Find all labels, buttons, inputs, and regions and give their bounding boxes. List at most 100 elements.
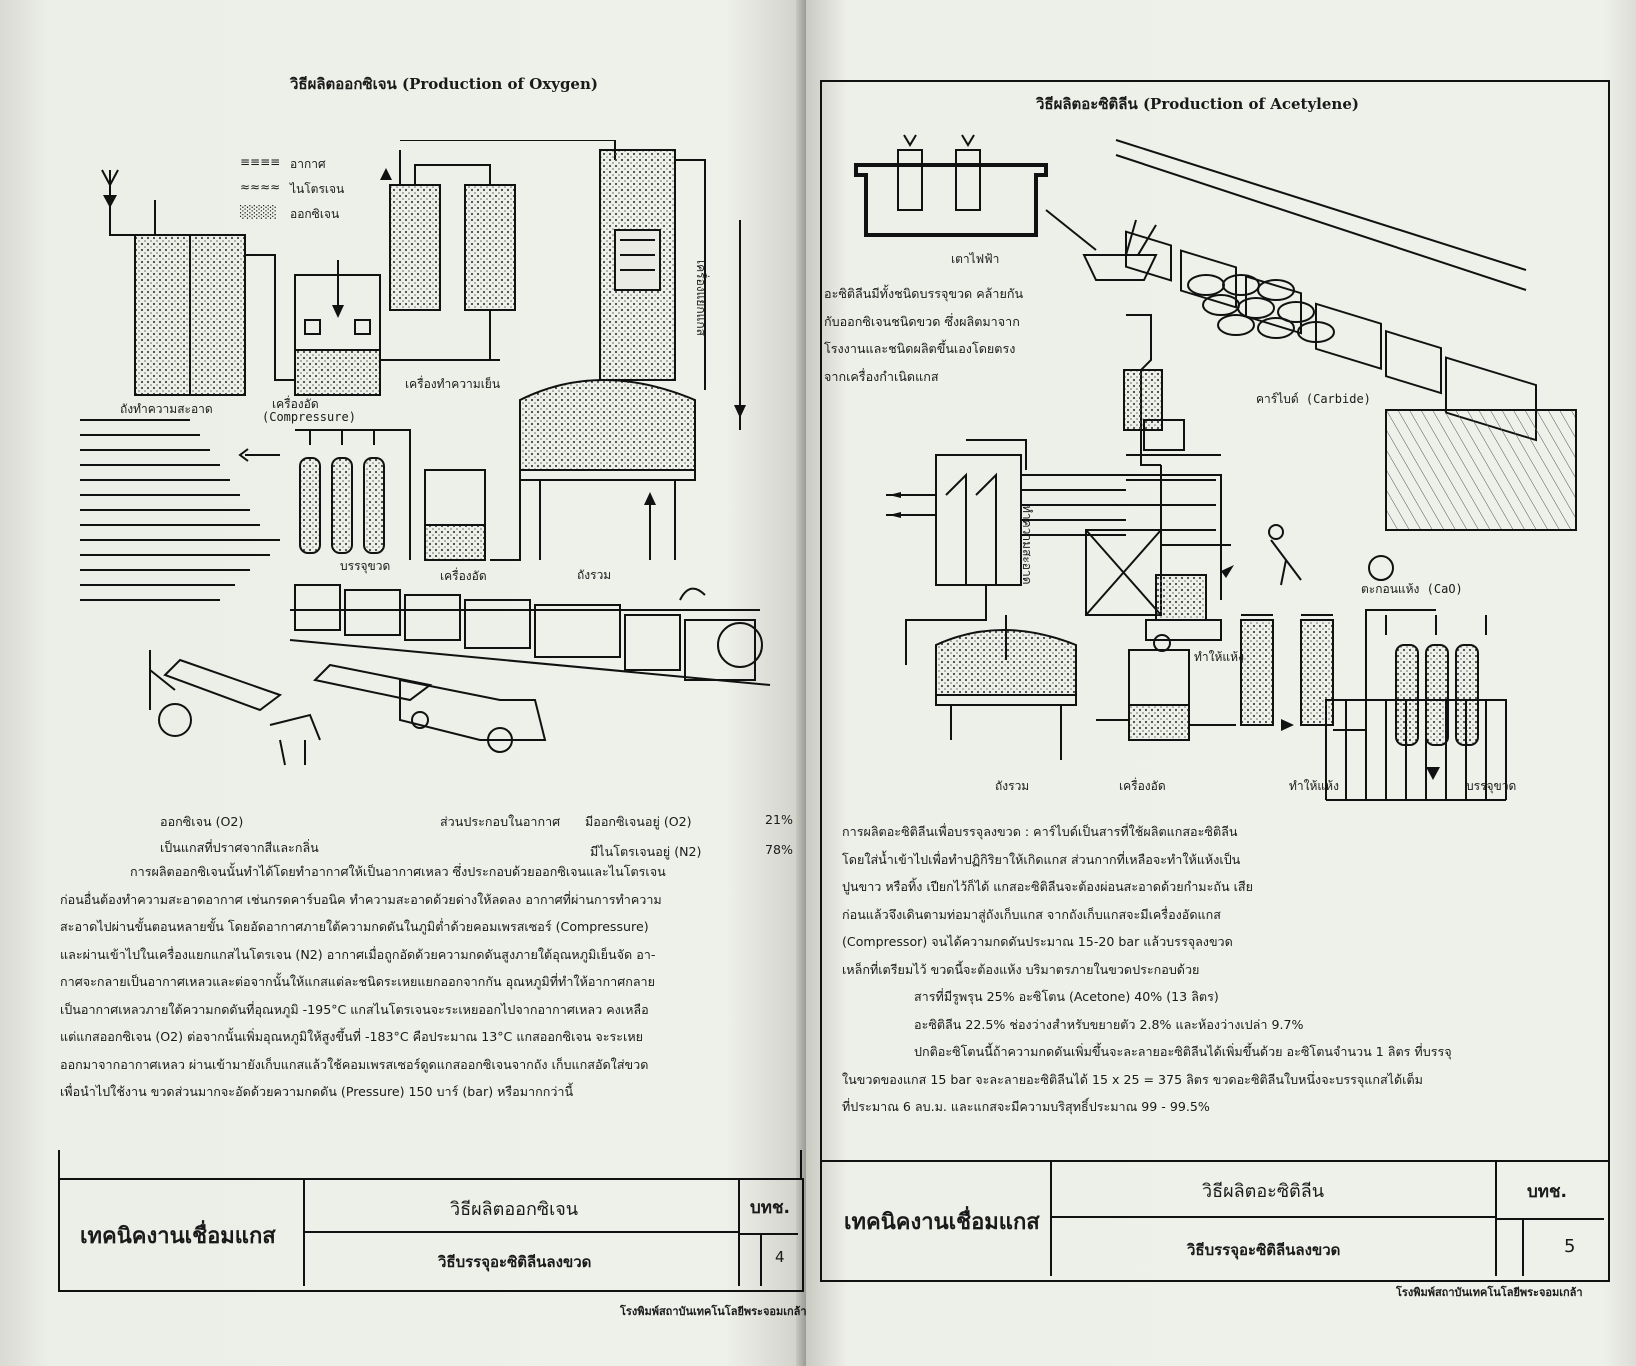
label-furnace: เตาไฟฟ้า [951, 252, 1000, 266]
dryer-1 [1240, 619, 1274, 726]
left-para-line: ก่อนอื่นต้องทำความสะอาดอากาศ เช่นกรดคาร์… [60, 891, 662, 907]
right-tb-code: บทช. [1527, 1182, 1567, 1202]
fact-n2-percent: 78% [765, 842, 793, 857]
carbide-hopper [1082, 254, 1158, 281]
right-composition-line: อะซิติลีน 22.5% ช่องว่างสำหรับขยายตัว 2.… [914, 1016, 1304, 1032]
fact-air-composition: ส่วนประกอบในอากาศ [440, 814, 561, 829]
fact-o2-percent: 21% [765, 812, 793, 827]
right-para-line: ปูนขาว หรือทิ้ง เปียกไว้ก็ได้ แกสอะซิติล… [842, 879, 1253, 894]
cooler-1 [389, 184, 441, 311]
legend-nitrogen: ไนโตรเจน [290, 182, 345, 196]
right-printer-credit: โรงพิมพ์สถาบันเทคโนโลยีพระจอมเกล้า [1396, 1286, 1583, 1299]
fact-o2-line: มีออกซิเจนอยู่ (O2) [585, 814, 692, 829]
left-para-line: และผ่านเข้าไปในเครื่องแยกแกสไนโตรเจน (N2… [60, 946, 656, 962]
label-compressor-right: เครื่องอัด [1119, 779, 1166, 793]
left-para-line: เพื่อนำไปใช้งาน ขวดส่วนมากจะอัดด้วยความก… [60, 1084, 574, 1099]
left-tb-org: เทคนิคงานเชื่อมแกส [80, 1224, 276, 1249]
oxygen-process-diagram [80, 140, 771, 766]
storage-dome [519, 379, 696, 471]
cleaning-vessel [935, 454, 1022, 586]
right-intro-line: จากเครื่องกำเนิดแกส [824, 368, 939, 384]
label-storage-right: ถังรวม [995, 779, 1030, 793]
label-bottling: บรรจุขวด [340, 559, 391, 573]
label-compressor-1-en: (Compressure) [262, 410, 356, 424]
right-composition-line: สารที่มีรูพรุน 25% อะซิโตน (Acetone) 40%… [914, 989, 1219, 1004]
reaction-box [1085, 529, 1162, 616]
label-dry-1: ทำให้แห้ง [1194, 650, 1244, 664]
left-body-paragraph: การผลิตออกซิเจนนั้นทำได้โดยทำอากาศให้เป็… [60, 858, 666, 1106]
left-frame-edge [58, 1150, 60, 1180]
acetylene-process-diagram [854, 134, 1577, 801]
right-page-frame [820, 80, 1610, 1162]
right-para-line: (Compressor) จนได้ความกดดันประมาณ 15-20 … [842, 934, 1233, 949]
label-bottling-right: บรรจุขวด [1466, 779, 1517, 793]
right-page: วิธีผลิตอะซิติลีน (Production of Acetyle… [806, 0, 1636, 1366]
right-closing-line: ในขวดของแกส 15 bar จะละลายอะซิติลีนได้ 1… [842, 1071, 1423, 1087]
separator-column [599, 149, 676, 381]
label-cleaner: ทำความสะอาด [1020, 505, 1034, 585]
legend-nitrogen-swatch: ≈≈≈≈ [240, 180, 281, 194]
right-intro-line: กับออกซิเจนชนิดขวด ซึ่งผลิตมาจาก [824, 313, 1020, 329]
left-page: วิธีผลิตออกซิเจน (Production of Oxygen) … [0, 0, 806, 1366]
cooler-2 [464, 184, 516, 311]
left-para-line: สะอาดไปผ่านขั้นตอนหลายขั้น โดยอัดอากาศภา… [60, 919, 649, 934]
left-page-title: วิธีผลิตออกซิเจน (Production of Oxygen) [290, 75, 598, 93]
left-para-line: การผลิตออกซิเจนนั้นทำได้โดยทำอากาศให้เป็… [130, 864, 666, 879]
label-cleaning-tank: ถังทำความสะอาด [120, 402, 213, 416]
right-intro: อะซิติลีนมีทั้งชนิดบรรจุขวด คล้ายกัน กับ… [824, 280, 1023, 390]
left-frame-edge [800, 1150, 802, 1180]
right-body-paragraph: การผลิตอะซิติลีนเพื่อบรรจุลงขวด : คาร์ไบ… [842, 818, 1452, 1121]
freight-train [289, 584, 771, 686]
lime-dump [1385, 409, 1577, 531]
legend-oxygen: ออกซิเจน [290, 207, 340, 221]
right-closing-line: ปกติอะซิโตนนี้ถ้าความกดดันเพิ่มขึ้นจะละล… [914, 1044, 1452, 1059]
fact-oxygen-desc: เป็นแกสที่ปราศจากสีและกลิ่น [160, 840, 319, 855]
label-cooler: เครื่องทำความเย็น [405, 377, 501, 391]
left-tb-code: บทช. [750, 1198, 790, 1218]
electric-furnace [854, 163, 1048, 237]
generator-column [1126, 314, 1161, 466]
label-lime: ตะกอนแห้ง (CaO) [1361, 582, 1463, 596]
fact-n2-line: มีไนโตรเจนอยู่ (N2) [590, 844, 702, 859]
label-dry-2: ทำให้แห้ง [1289, 779, 1339, 793]
right-tb-lower: วิธีบรรจุอะซิติลีนลงขวด [1187, 1241, 1341, 1259]
legend-air-swatch: ≡≡≡≡ [240, 155, 281, 169]
left-title-block: เทคนิคงานเชื่อมแกส วิธีผลิตออกซิเจน วิธี… [58, 1178, 804, 1292]
right-para-line: เหล็กที่เตรียมไว้ ขวดนี้จะต้องแห้ง บริมา… [842, 961, 1200, 977]
filled-cylinders [1325, 699, 1507, 801]
legend-air: อากาศ [290, 157, 326, 171]
left-tb-page: 4 [775, 1248, 785, 1266]
left-para-line: ออกมาจากอากาศเหลว ผ่านเข้ามายังเก็บแกสแล… [60, 1056, 649, 1072]
left-printer-credit: โรงพิมพ์สถาบันเทคโนโลยีพระจอมเกล้า [620, 1305, 806, 1318]
right-intro-line: โรงงานและชนิดผลิตขึ้นเองโดยตรง [824, 341, 1016, 356]
left-para-line: เป็นอากาศเหลวภายใต้ความกดดันที่อุณหภูมิ … [60, 1001, 649, 1017]
right-tb-org: เทคนิคงานเชื่อมแกส [844, 1210, 1040, 1235]
dryer-2 [1300, 619, 1334, 726]
label-compressor-1: เครื่องอัด [272, 397, 319, 411]
cylinder-stack [80, 419, 280, 601]
right-title-block: เทคนิคงานเชื่อมแกส วิธีผลิตอะซิติลีน วิธ… [820, 1160, 1610, 1282]
label-compressor-2: เครื่องอัด [440, 569, 487, 583]
label-separator: เครื่องแยกแกส [694, 260, 708, 336]
right-para-line: การผลิตอะซิติลีนเพื่อบรรจุลงขวด : คาร์ไบ… [842, 824, 1238, 839]
left-tb-upper: วิธีผลิตออกซิเจน [450, 1199, 579, 1220]
right-page-title: วิธีผลิตอะซิติลีน (Production of Acetyle… [1036, 95, 1359, 113]
right-tb-page: 5 [1564, 1236, 1576, 1257]
ore-train [1115, 139, 1537, 442]
fact-oxygen-name: ออกซิเจน (O2) [160, 814, 244, 829]
left-tb-lower: วิธีบรรจุอะซิติลีนลงขวด [438, 1253, 592, 1271]
right-para-line: โดยใส่น้ำเข้าไปเพื่อทำปฏิกิริยาให้เกิดแก… [842, 851, 1241, 867]
right-intro-line: อะซิติลีนมีทั้งชนิดบรรจุขวด คล้ายกัน [824, 286, 1024, 301]
carbide-pile [1187, 274, 1335, 343]
label-carbide: คาร์ไบด์ (Carbide) [1256, 392, 1371, 406]
left-para-line: กาศจะกลายเป็นอากาศเหลวและต่อจากนั้นให้แก… [60, 974, 655, 989]
label-storage: ถังรวม [577, 568, 612, 582]
right-closing-line: ที่ประมาณ 6 ลบ.ม. และแกสจะมีความบริสุทธิ… [842, 1099, 1210, 1114]
acetylene-storage [935, 629, 1077, 696]
truck-and-cart [149, 650, 547, 766]
left-para-line: แต่แกสออกซิเจน (O2) ต่อจากนั้นเพิ่มอุณหภ… [60, 1029, 644, 1044]
right-para-line: ก่อนแล้วจึงเดินตามท่อมาสู่ถังเก็บแกส จาก… [842, 906, 1221, 922]
right-tb-upper: วิธีผลิตอะซิติลีน [1202, 1181, 1325, 1202]
legend-oxygen-swatch: ░░░░ [240, 205, 277, 219]
